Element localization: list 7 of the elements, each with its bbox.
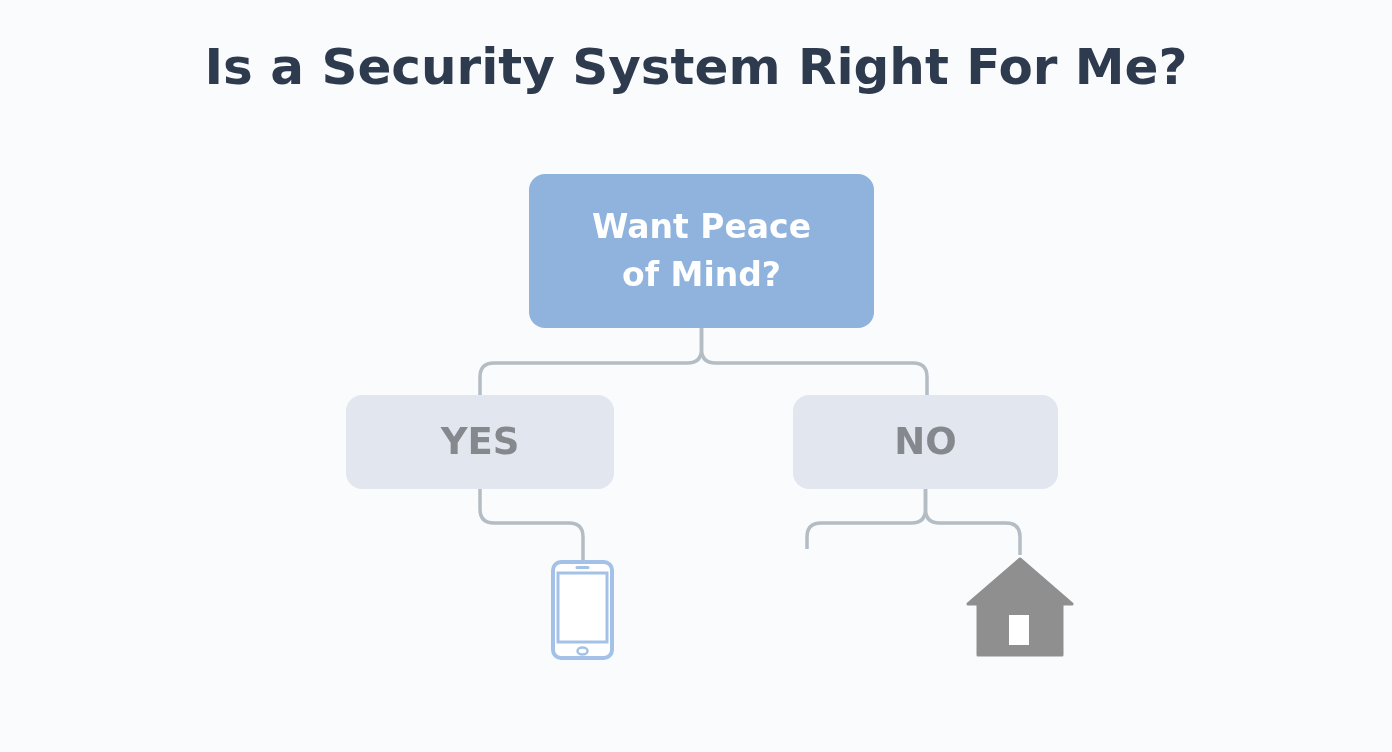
answer-box: NO bbox=[793, 395, 1058, 489]
title: Is a Security System Right For Me? bbox=[203, 38, 1189, 96]
question-box: Want Peace of Mind? bbox=[529, 174, 874, 328]
connector-line bbox=[923, 489, 1022, 555]
connector-line bbox=[478, 489, 585, 560]
connector-line bbox=[699, 328, 929, 395]
answer-box: YES bbox=[346, 395, 614, 489]
